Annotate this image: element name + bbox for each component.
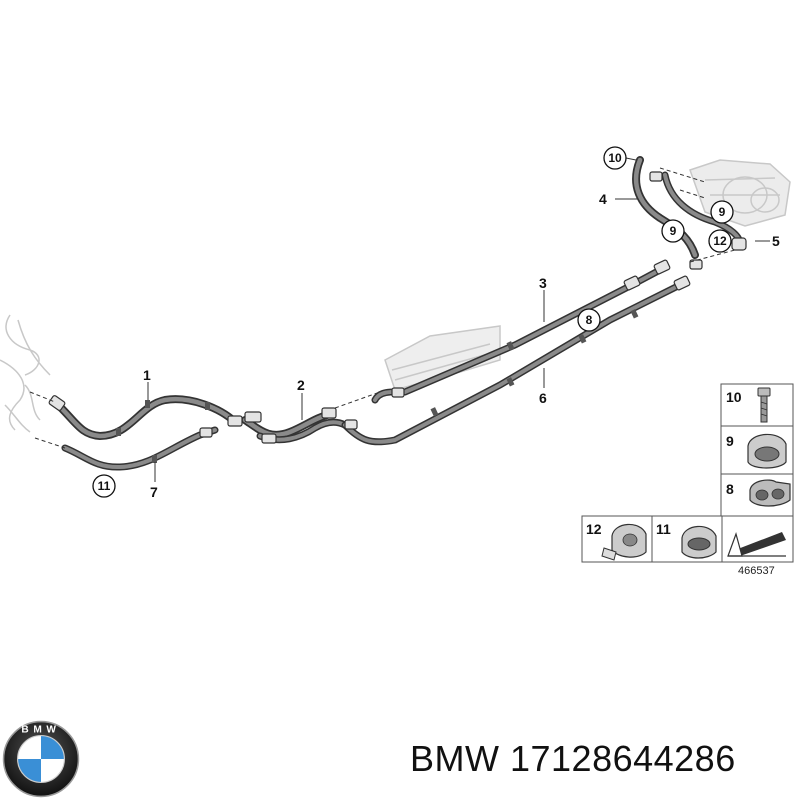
double-clip-icon bbox=[749, 479, 791, 507]
circled-callout-10-label: 10 bbox=[608, 151, 622, 165]
circled-callout-9-upper-label: 9 bbox=[719, 205, 726, 219]
circled-callout-8: 8 bbox=[577, 308, 601, 332]
legend-box-9: 9 bbox=[720, 425, 794, 475]
diagram-reference-number: 466537 bbox=[738, 565, 775, 577]
installation-arrow-icon bbox=[727, 532, 786, 557]
hose-1 bbox=[51, 395, 239, 441]
legend-box-11: 11 bbox=[651, 515, 723, 563]
hose-fittings bbox=[48, 171, 747, 444]
dashed-leaders bbox=[29, 167, 736, 449]
hose-4 bbox=[632, 156, 744, 259]
hose-clamp-icon bbox=[681, 525, 717, 559]
callout-5: 5 bbox=[772, 233, 780, 249]
part-number-caption: BMW 17128644286 bbox=[410, 738, 736, 779]
circled-callout-9-lower: 9 bbox=[661, 219, 685, 243]
hose-2 bbox=[241, 410, 349, 444]
circled-callout-8-label: 8 bbox=[586, 313, 593, 327]
legend-9-number: 9 bbox=[726, 433, 734, 449]
callout-3: 3 bbox=[539, 275, 547, 291]
callout-7: 7 bbox=[150, 484, 158, 500]
svg-text:BMW: BMW bbox=[21, 724, 60, 735]
circled-callout-12-label: 12 bbox=[713, 234, 727, 248]
circled-callout-11: 11 bbox=[92, 474, 116, 498]
circled-callout-12: 12 bbox=[708, 229, 732, 253]
callout-4: 4 bbox=[599, 191, 607, 207]
hose-7 bbox=[61, 426, 219, 471]
bolt-icon bbox=[757, 387, 771, 423]
legend-box-arrow bbox=[721, 515, 794, 563]
circled-callout-10: 10 bbox=[603, 146, 627, 170]
circled-callout-11-label: 11 bbox=[98, 479, 111, 493]
legend-12-number: 12 bbox=[586, 521, 602, 537]
circled-callout-9-lower-label: 9 bbox=[670, 224, 677, 238]
legend-box-10: 10 bbox=[720, 383, 794, 427]
callout-1: 1 bbox=[143, 367, 151, 383]
callout-2: 2 bbox=[297, 377, 305, 393]
bracket-clip-icon bbox=[601, 523, 647, 561]
clamp-icon bbox=[747, 433, 787, 469]
legend-box-12: 12 bbox=[581, 515, 653, 563]
hose-clips bbox=[116, 309, 639, 463]
legend-11-number: 11 bbox=[656, 521, 671, 537]
callout-6: 6 bbox=[539, 390, 547, 406]
callout-leaders bbox=[147, 157, 770, 482]
legend-box-8: 8 bbox=[720, 473, 794, 517]
circled-callout-9-upper: 9 bbox=[710, 200, 734, 224]
bmw-logo: BMW bbox=[2, 720, 80, 798]
legend-10-number: 10 bbox=[726, 389, 742, 405]
legend-8-number: 8 bbox=[726, 481, 734, 497]
hose-6 bbox=[341, 281, 684, 446]
